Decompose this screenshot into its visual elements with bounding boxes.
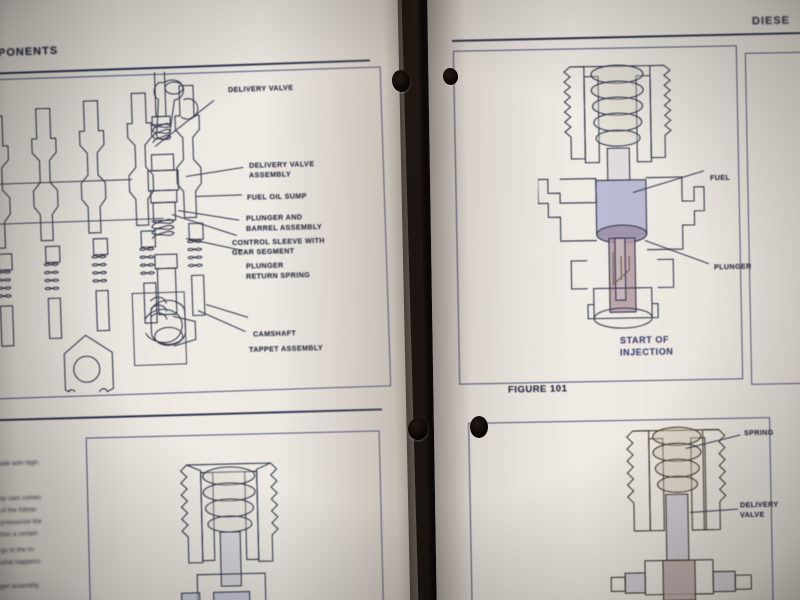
- left-top-figure-box: [0, 66, 392, 400]
- figure-101-caption-line1: START OF: [619, 334, 670, 346]
- body-line-8: plunger assembly: [0, 582, 40, 591]
- left-bottom-figure-box: [85, 430, 385, 600]
- body-line-7: it is what happens.: [0, 558, 43, 567]
- binder-hole-left-bottom: [408, 418, 428, 440]
- callout-plunger-right: PLUNGER: [713, 261, 752, 272]
- callout-plunger-and: PLUNGER AND: [245, 212, 303, 223]
- callout-tappet-assembly: TAPPET ASSEMBLY: [248, 343, 324, 354]
- callout-delivery-valve-assembly-l2: ASSEMBLY: [248, 169, 292, 180]
- callout-fuel: FUEL: [709, 172, 731, 183]
- body-line-6: and go to the in-: [0, 546, 36, 555]
- figure-101-caption-line2: INJECTION: [619, 346, 674, 358]
- callout-delivery-right-l2: VALVE: [739, 509, 765, 520]
- callout-fuel-oil-sump: FUEL OIL SUMP: [246, 191, 307, 202]
- body-line-2: pump cam comes: [0, 494, 42, 503]
- body-line-5: reaches a certain: [0, 530, 39, 539]
- callout-gear-segment: GEAR SEGMENT: [231, 246, 295, 257]
- left-page-running-head: PONENTS: [0, 44, 59, 60]
- callout-spring: SPRING: [743, 427, 774, 438]
- body-line-1: made with high-: [0, 459, 41, 468]
- callout-plunger: PLUNGER: [245, 260, 284, 271]
- body-line-3: one of the follow-: [0, 506, 38, 515]
- body-line-4: and pressurize the: [0, 518, 42, 527]
- callout-return-spring: RETURN SPRING: [245, 270, 311, 281]
- callout-delivery-right-l1: DELIVERY: [739, 499, 779, 510]
- figure-101-label: FIGURE 101: [507, 383, 568, 396]
- right-page-running-head: DIESE: [751, 14, 791, 28]
- right-edge-partial-box: [744, 51, 800, 385]
- binder-hole-right-bottom: [470, 416, 488, 438]
- callout-camshaft: CAMSHAFT: [252, 328, 297, 339]
- callout-delivery-valve-assembly-l1: DELIVERY VALVE: [248, 159, 315, 170]
- figure-101-box: [452, 45, 744, 385]
